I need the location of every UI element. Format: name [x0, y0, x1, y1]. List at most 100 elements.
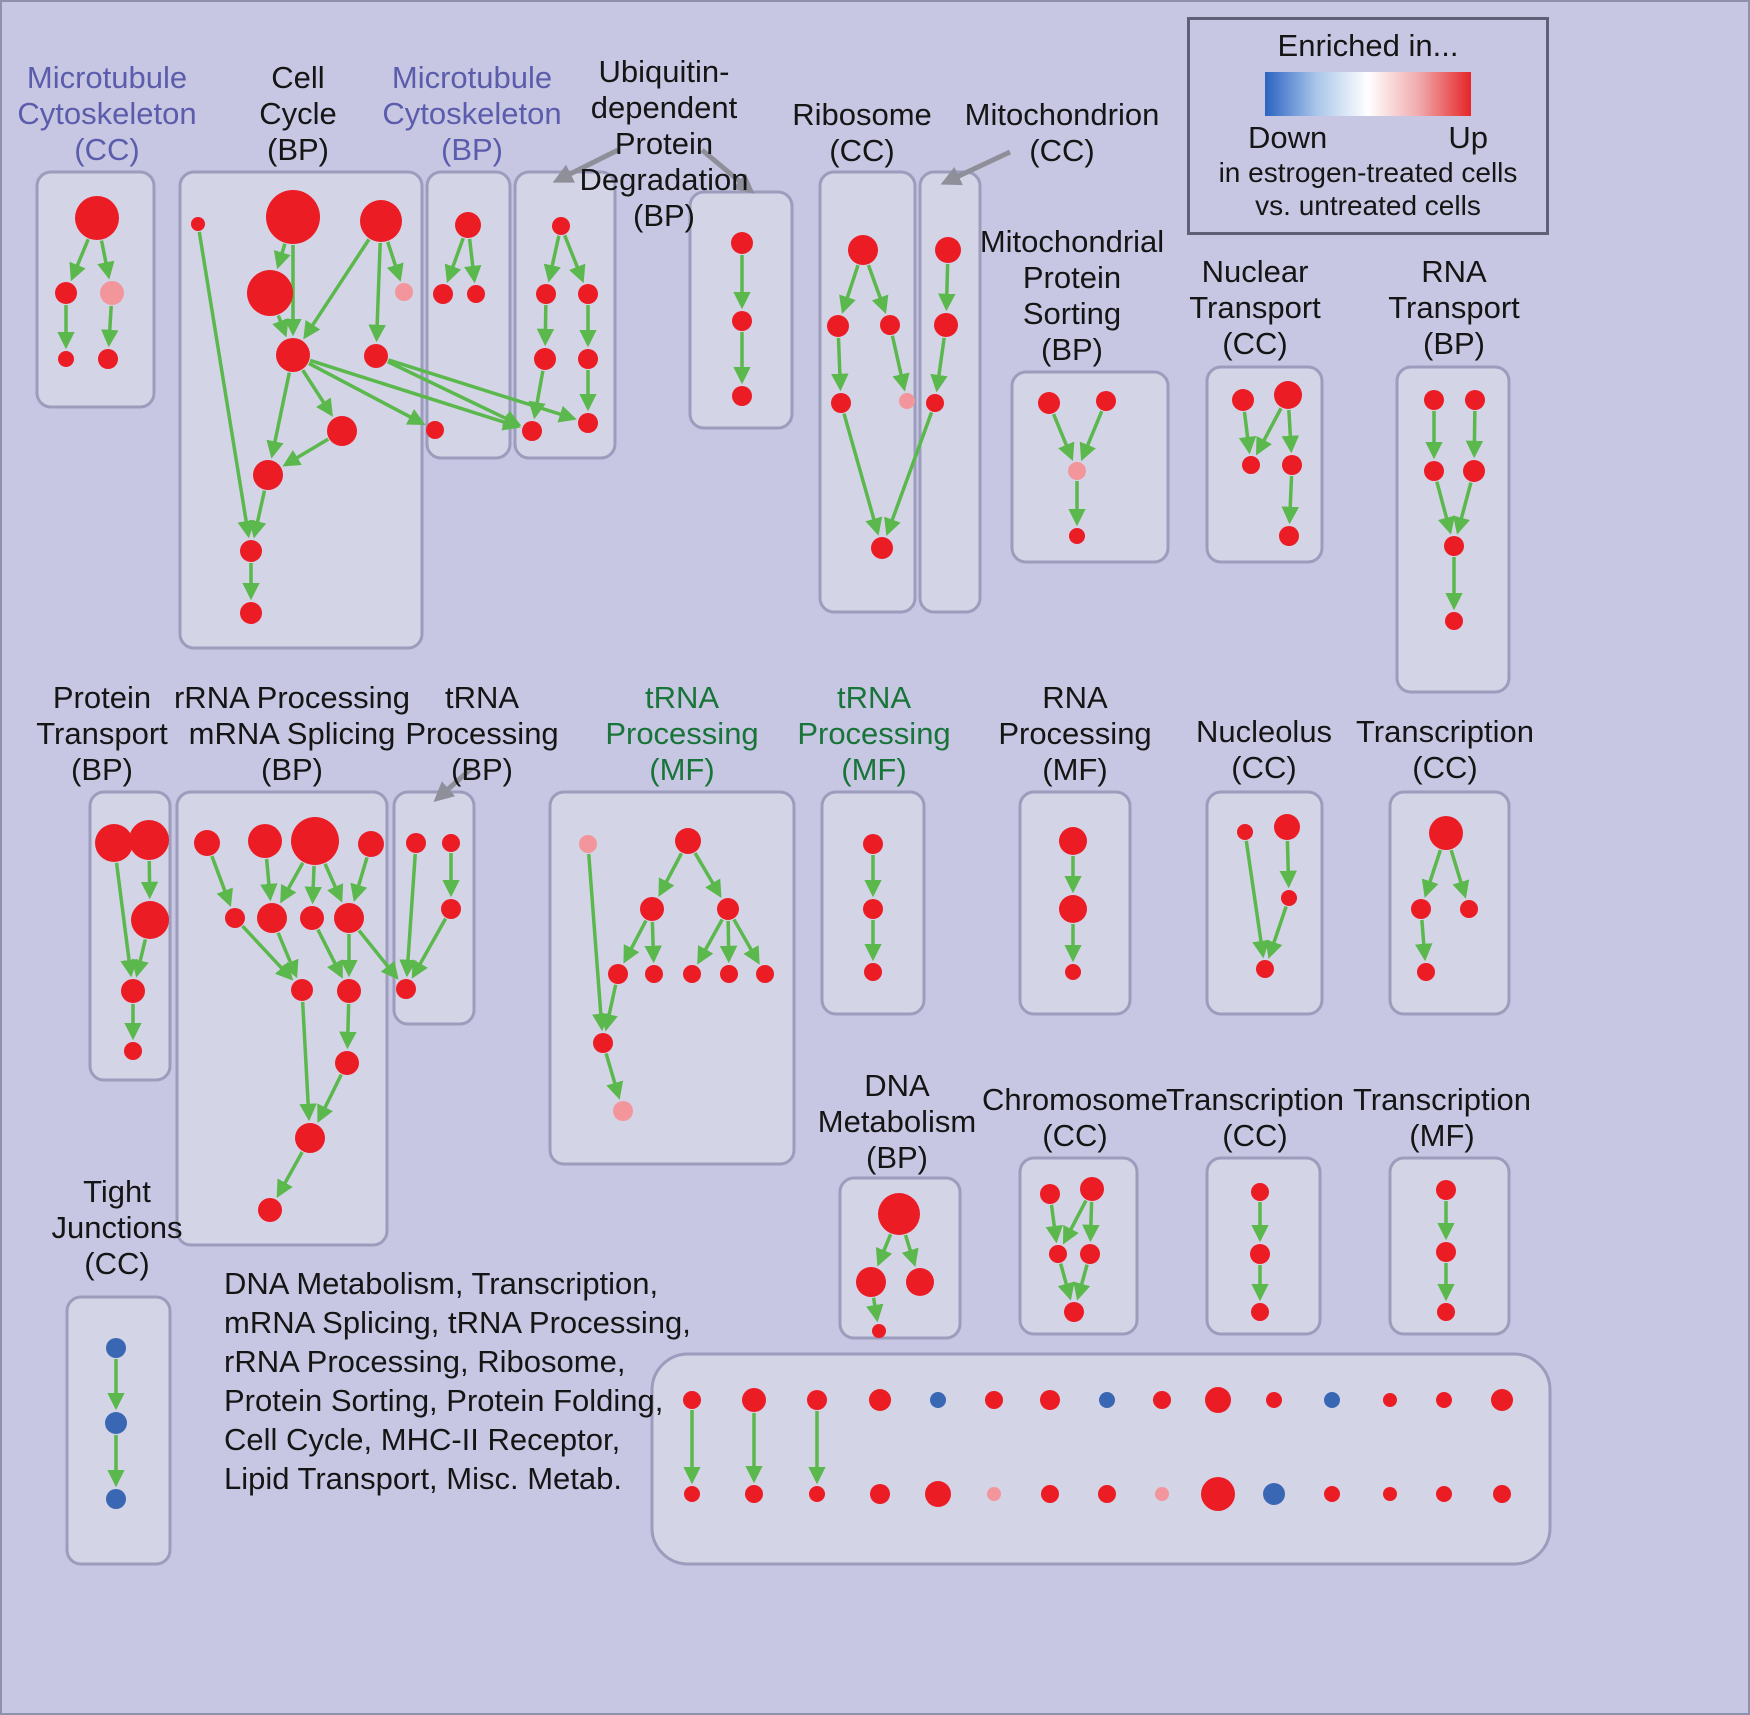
go-term-node[interactable] — [1263, 1483, 1285, 1505]
go-term-node[interactable] — [1038, 392, 1060, 414]
go-term-node[interactable] — [1201, 1477, 1235, 1511]
go-term-node[interactable] — [225, 908, 245, 928]
go-term-node[interactable] — [1383, 1393, 1397, 1407]
go-term-node[interactable] — [1424, 390, 1444, 410]
go-term-node[interactable] — [98, 349, 118, 369]
go-term-node[interactable] — [930, 1392, 946, 1408]
go-term-node[interactable] — [1417, 963, 1435, 981]
go-term-node[interactable] — [827, 315, 849, 337]
go-term-node[interactable] — [683, 965, 701, 983]
go-term-node[interactable] — [95, 824, 133, 862]
go-term-node[interactable] — [75, 196, 119, 240]
go-term-node[interactable] — [1242, 456, 1260, 474]
go-term-node[interactable] — [240, 540, 262, 562]
go-term-node[interactable] — [106, 1338, 126, 1358]
go-term-node[interactable] — [1040, 1184, 1060, 1204]
go-term-node[interactable] — [731, 232, 753, 254]
go-term-node[interactable] — [1437, 1303, 1455, 1321]
go-term-node[interactable] — [131, 901, 169, 939]
go-term-node[interactable] — [1324, 1486, 1340, 1502]
go-term-node[interactable] — [807, 1390, 827, 1410]
go-term-node[interactable] — [856, 1267, 886, 1297]
go-term-node[interactable] — [1153, 1391, 1171, 1409]
go-term-node[interactable] — [756, 965, 774, 983]
go-term-node[interactable] — [985, 1391, 1003, 1409]
go-term-node[interactable] — [1059, 827, 1087, 855]
go-term-node[interactable] — [578, 284, 598, 304]
go-term-node[interactable] — [579, 835, 597, 853]
go-term-node[interactable] — [258, 1198, 282, 1222]
go-term-node[interactable] — [1237, 824, 1253, 840]
go-term-node[interactable] — [1251, 1183, 1269, 1201]
go-term-node[interactable] — [327, 416, 357, 446]
go-term-node[interactable] — [1436, 1180, 1456, 1200]
go-term-node[interactable] — [578, 413, 598, 433]
go-term-node[interactable] — [935, 237, 961, 263]
go-term-node[interactable] — [334, 903, 364, 933]
go-term-node[interactable] — [934, 313, 958, 337]
go-term-node[interactable] — [831, 393, 851, 413]
go-term-node[interactable] — [55, 282, 77, 304]
go-term-node[interactable] — [684, 1486, 700, 1502]
go-term-node[interactable] — [863, 834, 883, 854]
go-term-node[interactable] — [1436, 1486, 1452, 1502]
go-term-node[interactable] — [745, 1485, 763, 1503]
go-term-node[interactable] — [1411, 899, 1431, 919]
go-term-node[interactable] — [1098, 1485, 1116, 1503]
go-term-node[interactable] — [276, 338, 310, 372]
go-term-node[interactable] — [406, 833, 426, 853]
go-term-node[interactable] — [926, 394, 944, 412]
go-term-node[interactable] — [295, 1123, 325, 1153]
go-term-node[interactable] — [1445, 612, 1463, 630]
go-term-node[interactable] — [871, 537, 893, 559]
go-term-node[interactable] — [1069, 528, 1085, 544]
go-term-node[interactable] — [1251, 1303, 1269, 1321]
go-term-node[interactable] — [100, 281, 124, 305]
go-term-node[interactable] — [1068, 462, 1086, 480]
go-term-node[interactable] — [1274, 814, 1300, 840]
go-term-node[interactable] — [1463, 460, 1485, 482]
go-term-node[interactable] — [248, 824, 282, 858]
go-term-node[interactable] — [1324, 1392, 1340, 1408]
go-term-node[interactable] — [645, 965, 663, 983]
go-term-node[interactable] — [1205, 1387, 1231, 1413]
go-term-node[interactable] — [1436, 1242, 1456, 1262]
go-term-node[interactable] — [1444, 536, 1464, 556]
go-term-node[interactable] — [105, 1412, 127, 1434]
go-term-node[interactable] — [872, 1324, 886, 1338]
go-term-node[interactable] — [863, 899, 883, 919]
go-term-node[interactable] — [864, 963, 882, 981]
go-term-node[interactable] — [426, 421, 444, 439]
go-term-node[interactable] — [1429, 816, 1463, 850]
go-term-node[interactable] — [1274, 381, 1302, 409]
go-term-node[interactable] — [1383, 1487, 1397, 1501]
go-term-node[interactable] — [613, 1101, 633, 1121]
go-term-node[interactable] — [1436, 1392, 1452, 1408]
go-term-node[interactable] — [58, 351, 74, 367]
go-term-node[interactable] — [441, 899, 461, 919]
go-term-node[interactable] — [1064, 1302, 1084, 1322]
go-term-node[interactable] — [1065, 964, 1081, 980]
go-term-node[interactable] — [1460, 900, 1478, 918]
go-term-node[interactable] — [899, 393, 915, 409]
go-term-node[interactable] — [880, 315, 900, 335]
go-term-node[interactable] — [640, 897, 664, 921]
go-term-node[interactable] — [433, 284, 453, 304]
go-term-node[interactable] — [1232, 389, 1254, 411]
go-term-node[interactable] — [396, 979, 416, 999]
go-term-node[interactable] — [536, 284, 556, 304]
go-term-node[interactable] — [191, 217, 205, 231]
go-term-node[interactable] — [848, 235, 878, 265]
go-term-node[interactable] — [1080, 1177, 1104, 1201]
go-term-node[interactable] — [291, 979, 313, 1001]
go-term-node[interactable] — [552, 217, 570, 235]
go-term-node[interactable] — [987, 1487, 1001, 1501]
go-term-node[interactable] — [717, 898, 739, 920]
go-term-node[interactable] — [124, 1042, 142, 1060]
go-term-node[interactable] — [1059, 895, 1087, 923]
go-term-node[interactable] — [121, 979, 145, 1003]
go-term-node[interactable] — [1041, 1485, 1059, 1503]
go-term-node[interactable] — [593, 1033, 613, 1053]
go-term-node[interactable] — [1096, 391, 1116, 411]
go-term-node[interactable] — [337, 979, 361, 1003]
